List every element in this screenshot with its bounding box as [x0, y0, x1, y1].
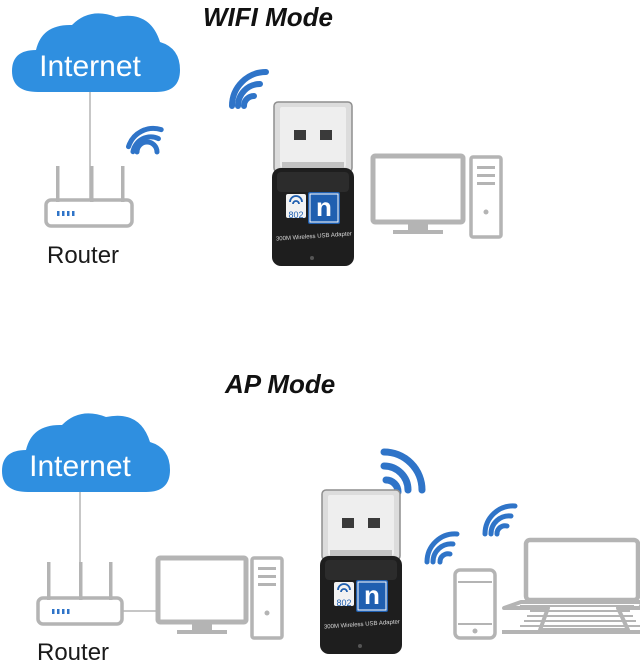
- router-label: Router: [37, 641, 109, 665]
- wifi-signal-icon: [485, 506, 515, 534]
- smartphone-icon: [455, 570, 495, 638]
- router-icon: [38, 562, 122, 624]
- adapter-badge-letter: n: [316, 192, 332, 222]
- cloud-icon: Internet: [12, 13, 180, 92]
- desktop-monitor-icon: [158, 558, 246, 634]
- wifi-signal-icon: [384, 452, 422, 492]
- wifi-signal-icon: [232, 72, 266, 106]
- wifi-signal-icon: [125, 126, 163, 152]
- usb-adapter-icon: 802 n 300M Wireless USB Adapter: [320, 490, 402, 654]
- pc-tower-icon: [252, 558, 282, 638]
- laptop-icon: [502, 540, 640, 634]
- adapter-badge-number: 802: [336, 598, 351, 608]
- desktop-monitor-icon: [373, 156, 463, 234]
- cloud-icon: Internet: [2, 413, 170, 492]
- router-icon: [46, 166, 132, 226]
- pc-tower-icon: [471, 157, 501, 237]
- cloud-label: Internet: [39, 50, 141, 83]
- adapter-badge-number: 802: [288, 210, 303, 220]
- cloud-label: Internet: [29, 450, 131, 483]
- router-label: Router: [47, 244, 119, 268]
- wifi-mode-section: Internet 802: [12, 13, 501, 266]
- ap-mode-section: Internet: [2, 413, 640, 654]
- usb-adapter-icon: 802 n 300M Wireless USB Adapter: [272, 102, 354, 266]
- wifi-signal-icon: [427, 534, 457, 562]
- adapter-badge-letter: n: [364, 580, 380, 610]
